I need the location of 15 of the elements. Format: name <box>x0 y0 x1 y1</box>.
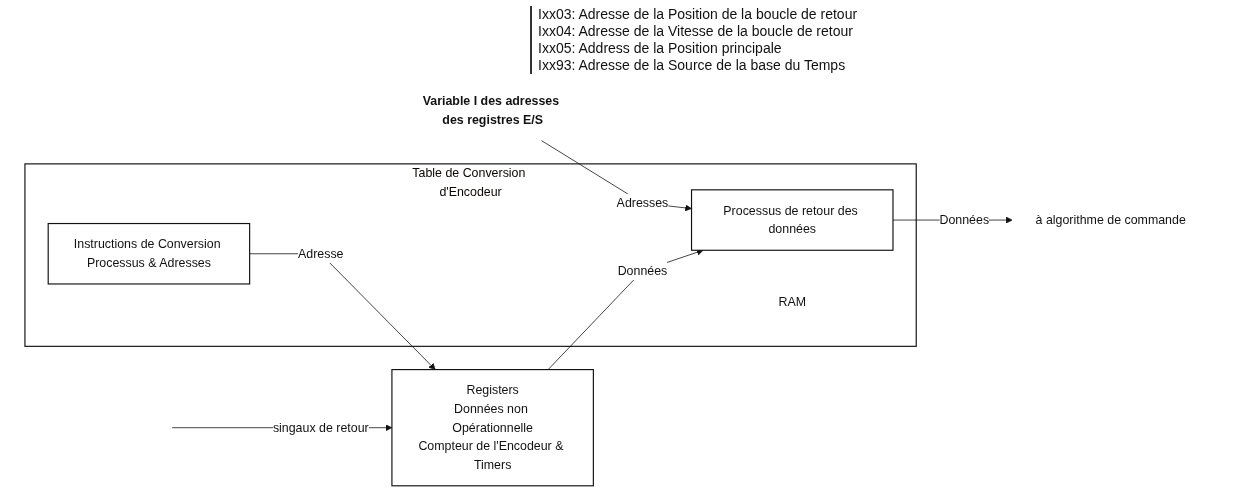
edge-label: Adresse <box>298 246 344 260</box>
address-note: Ixx03: Adresse de la Position de la boucle de retour <box>538 6 859 23</box>
node-text: à algorithme de commande <box>1035 213 1186 227</box>
node-box: Instructions de Conversion Processus & Adresses <box>47 222 251 285</box>
edge-label: Adresses <box>616 196 669 210</box>
node-box: Registers Données non Opérationnelle Compteur de l'Encodeur & Timers <box>391 369 594 487</box>
address-note: Ixx05: Address de la Position principale <box>538 40 783 57</box>
node-box: Processus de retour des données <box>690 189 894 251</box>
edge-label: singaux de retour <box>272 420 369 434</box>
edge-label: Données <box>939 213 990 227</box>
node-text: Variable I des adresses des registres E/S <box>422 94 560 126</box>
node-label: RAM <box>778 295 807 309</box>
edge-label: Données <box>617 263 668 277</box>
address-note: Ixx04: Adresse de la Vitesse de la boucle de retour <box>538 23 854 40</box>
address-note: Ixx93: Adresse de la Source de la base du Temps <box>538 57 847 74</box>
